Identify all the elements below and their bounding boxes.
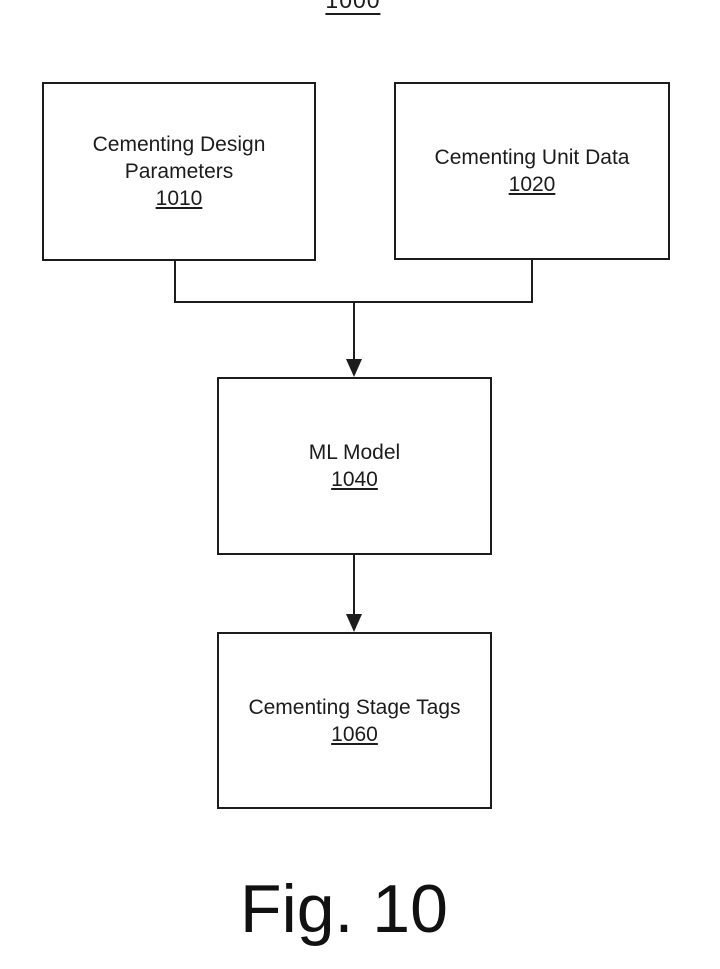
- node-reference-number: 1040: [331, 468, 378, 491]
- node-reference-number: 1020: [508, 173, 556, 196]
- node-cementing-unit-data: Cementing Unit Data 1020: [394, 82, 670, 260]
- node-cementing-design-parameters: Cementing Design Parameters 1010: [42, 82, 316, 261]
- node-title-line: Cementing Unit Data: [434, 146, 630, 169]
- connector-right-stub: [531, 260, 533, 303]
- connector-model-to-tags-line: [353, 555, 355, 616]
- node-cementing-stage-tags: Cementing Stage Tags 1060: [217, 632, 492, 809]
- node-title-line: Cementing Design: [92, 133, 266, 156]
- arrowhead-down-icon: [346, 614, 362, 632]
- connector-left-stub: [174, 261, 176, 303]
- figure-reference-number: 1000: [325, 0, 381, 15]
- node-ml-model: ML Model 1040: [217, 377, 492, 555]
- node-title-line: ML Model: [308, 441, 401, 464]
- arrowhead-down-icon: [346, 359, 362, 377]
- node-title-line: Parameters: [124, 160, 234, 183]
- figure-caption: Fig. 10: [240, 871, 448, 947]
- node-reference-number: 1010: [155, 187, 203, 210]
- connector-merge-to-model-line: [353, 301, 355, 362]
- node-reference-number: 1060: [331, 722, 378, 746]
- node-title-line: Cementing Stage Tags: [248, 695, 461, 719]
